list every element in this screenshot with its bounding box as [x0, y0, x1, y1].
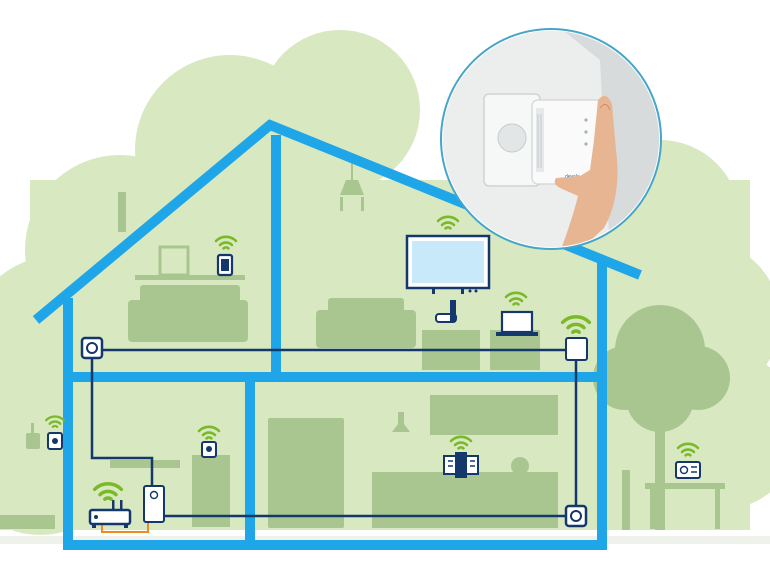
phone-icon: [214, 235, 238, 277]
gamepad-icon: [435, 300, 457, 323]
tv-icon: [405, 215, 491, 294]
adapter-wifi-attic: [560, 314, 592, 361]
laptop-icon: [496, 291, 538, 336]
socket-attic-left: [80, 336, 104, 360]
socket-ground-right: [564, 504, 588, 528]
powerline-wiring: [90, 348, 578, 518]
camera-icon: [197, 425, 221, 458]
radio-icon: [675, 442, 701, 479]
outside-left-decor: [0, 423, 55, 529]
outside-tree: [593, 305, 730, 530]
adapter-router-side: [143, 485, 165, 523]
ground: [0, 528, 770, 578]
router: [88, 481, 132, 528]
outside-table: [622, 470, 725, 530]
outside-left-device-icon: [44, 415, 66, 450]
interior-silhouettes: [110, 160, 558, 528]
zoom-inset: devolo: [440, 28, 662, 250]
printer-icon: [443, 435, 479, 478]
